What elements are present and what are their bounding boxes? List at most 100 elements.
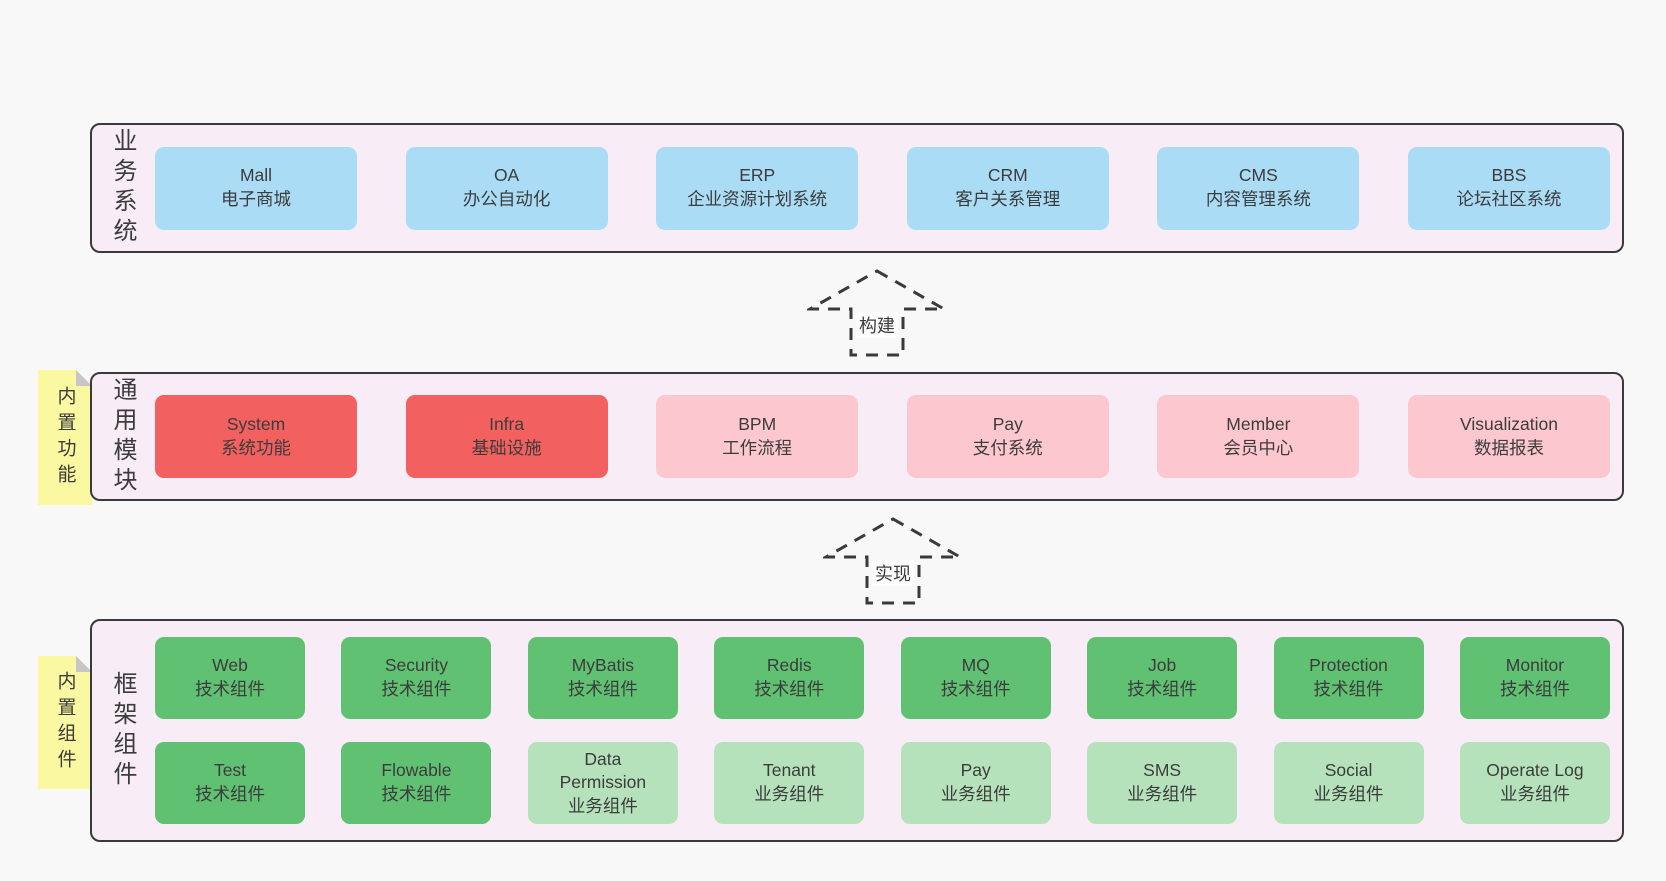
- sticky-note-label: 内置功能: [54, 385, 76, 490]
- box-rows: Web 技术组件 Security 技术组件 MyBatis 技术组件 Redi…: [155, 621, 1610, 840]
- box-mybatis: MyBatis 技术组件: [527, 637, 678, 719]
- box-subtitle: 技术组件: [195, 679, 265, 699]
- implement-arrow: 实现: [823, 516, 963, 606]
- box-test: Test 技术组件: [155, 742, 305, 824]
- box-name: Protection: [1309, 655, 1388, 676]
- box-name: CRM: [987, 165, 1028, 186]
- up-arrow-icon: [807, 269, 947, 357]
- box-subtitle: 业务组件: [567, 795, 638, 816]
- box-name: Job: [1148, 655, 1177, 676]
- box-subtitle: 技术组件: [567, 679, 638, 699]
- box-cms: CMS 内容管理系统: [1157, 146, 1360, 230]
- layer-side-label: 框架组件: [109, 670, 136, 791]
- box-row: Test 技术组件 Flowable 技术组件 Data Permission …: [155, 742, 1610, 824]
- box-name: Data Permission: [559, 748, 647, 793]
- box-subtitle: 支付系统: [972, 437, 1043, 458]
- box-subtitle: 技术组件: [381, 784, 452, 804]
- box-subtitle: 业务组件: [1127, 784, 1198, 804]
- box-subtitle: 技术组件: [1499, 679, 1570, 699]
- box-operate-log: Operate Log 业务组件: [1459, 742, 1610, 824]
- box-name: Social: [1324, 760, 1373, 781]
- box-protection: Protection 技术组件: [1273, 637, 1424, 719]
- box-name: ERP: [739, 165, 776, 186]
- sticky-note-label: 内置组件: [54, 670, 76, 775]
- box-name: Test: [213, 760, 247, 781]
- box-name: Redis: [766, 655, 812, 676]
- box-subtitle: 客户关系管理: [955, 189, 1061, 209]
- box-subtitle: 内容管理系统: [1205, 189, 1311, 209]
- sticky-note-builtin-components: 内置组件: [38, 656, 92, 789]
- box-subtitle: 数据报表: [1473, 437, 1544, 458]
- box-name: CMS: [1238, 165, 1278, 186]
- layer-business-systems: 业务系统 Mall 电子商城 OA 办公自动化 ERP 企业资源计划系统 CRM…: [90, 123, 1624, 253]
- box-monitor: Monitor 技术组件: [1459, 637, 1610, 719]
- implement-arrow-label: 实现: [872, 560, 914, 586]
- box-subtitle: 论坛社区系统: [1456, 189, 1562, 209]
- box-name: Security: [384, 655, 449, 676]
- box-name: Operate Log: [1486, 760, 1584, 781]
- box-name: BBS: [1491, 165, 1527, 186]
- box-subtitle: 基础设施: [471, 437, 542, 458]
- box-name: Visualization: [1460, 413, 1558, 434]
- box-subtitle: 业务组件: [940, 784, 1011, 804]
- box-name: Mall: [239, 165, 273, 186]
- box-bpm: BPM 工作流程: [656, 395, 859, 478]
- box-subtitle: 工作流程: [722, 437, 793, 458]
- box-mall: Mall 电子商城: [155, 146, 357, 230]
- box-security: Security 技术组件: [341, 637, 492, 719]
- box-subtitle: 业务组件: [754, 784, 825, 804]
- box-system: System 系统功能: [155, 395, 357, 478]
- box-crm: CRM 客户关系管理: [906, 146, 1109, 230]
- box-flowable: Flowable 技术组件: [341, 742, 492, 824]
- box-name: Infra: [489, 413, 525, 434]
- box-name: OA: [493, 165, 520, 186]
- box-erp: ERP 企业资源计划系统: [656, 146, 859, 230]
- layer-side-label: 业务系统: [109, 128, 136, 248]
- box-subtitle: 技术组件: [381, 679, 452, 699]
- box-name: Web: [212, 655, 248, 676]
- box-visualization: Visualization 数据报表: [1407, 395, 1610, 478]
- build-arrow-label: 构建: [856, 312, 898, 338]
- box-subtitle: 技术组件: [940, 679, 1011, 699]
- up-arrow-icon: [823, 517, 963, 605]
- fold-corner-icon: [76, 656, 92, 672]
- box-tenant: Tenant 业务组件: [714, 742, 865, 824]
- box-subtitle: 系统功能: [221, 437, 291, 458]
- box-subtitle: 业务组件: [1499, 784, 1570, 804]
- box-row: Web 技术组件 Security 技术组件 MyBatis 技术组件 Redi…: [155, 637, 1610, 719]
- box-member: Member 会员中心: [1157, 395, 1360, 478]
- box-subtitle: 电子商城: [221, 189, 291, 209]
- box-subtitle: 技术组件: [754, 679, 825, 699]
- box-subtitle: 技术组件: [195, 784, 265, 804]
- box-web: Web 技术组件: [155, 637, 305, 719]
- box-name: MyBatis: [571, 655, 634, 676]
- box-name: Monitor: [1505, 655, 1565, 676]
- fold-corner-icon: [76, 370, 92, 386]
- box-redis: Redis 技术组件: [714, 637, 865, 719]
- box-social: Social 业务组件: [1273, 742, 1424, 824]
- box-pay: Pay 支付系统: [906, 395, 1109, 478]
- box-mq: MQ 技术组件: [900, 637, 1051, 719]
- box-name: Flowable: [381, 760, 452, 781]
- box-name: Pay: [992, 413, 1023, 434]
- build-arrow: 构建: [807, 268, 947, 358]
- box-data-permission: Data Permission 业务组件: [527, 742, 678, 824]
- layer-side-label: 通用模块: [109, 376, 136, 497]
- box-row: Mall 电子商城 OA 办公自动化 ERP 企业资源计划系统 CRM 客户关系…: [155, 125, 1610, 251]
- box-subtitle: 技术组件: [1313, 679, 1384, 699]
- box-name: Tenant: [762, 760, 816, 781]
- box-job: Job 技术组件: [1087, 637, 1238, 719]
- box-subtitle: 会员中心: [1223, 437, 1294, 458]
- box-subtitle: 办公自动化: [462, 189, 551, 209]
- box-oa: OA 办公自动化: [405, 146, 608, 230]
- box-row: System 系统功能 Infra 基础设施 BPM 工作流程 Pay 支付系统…: [155, 374, 1610, 499]
- box-name: Pay: [960, 760, 991, 781]
- box-name: System: [226, 413, 286, 434]
- layer-common-modules: 通用模块 System 系统功能 Infra 基础设施 BPM 工作流程 Pay…: [90, 372, 1624, 501]
- box-subtitle: 技术组件: [1127, 679, 1198, 699]
- box-sms: SMS 业务组件: [1087, 742, 1238, 824]
- box-pay-biz: Pay 业务组件: [900, 742, 1051, 824]
- box-subtitle: 业务组件: [1313, 784, 1384, 804]
- layer-framework-components: 框架组件 Web 技术组件 Security 技术组件 MyBatis 技术组件…: [90, 619, 1624, 842]
